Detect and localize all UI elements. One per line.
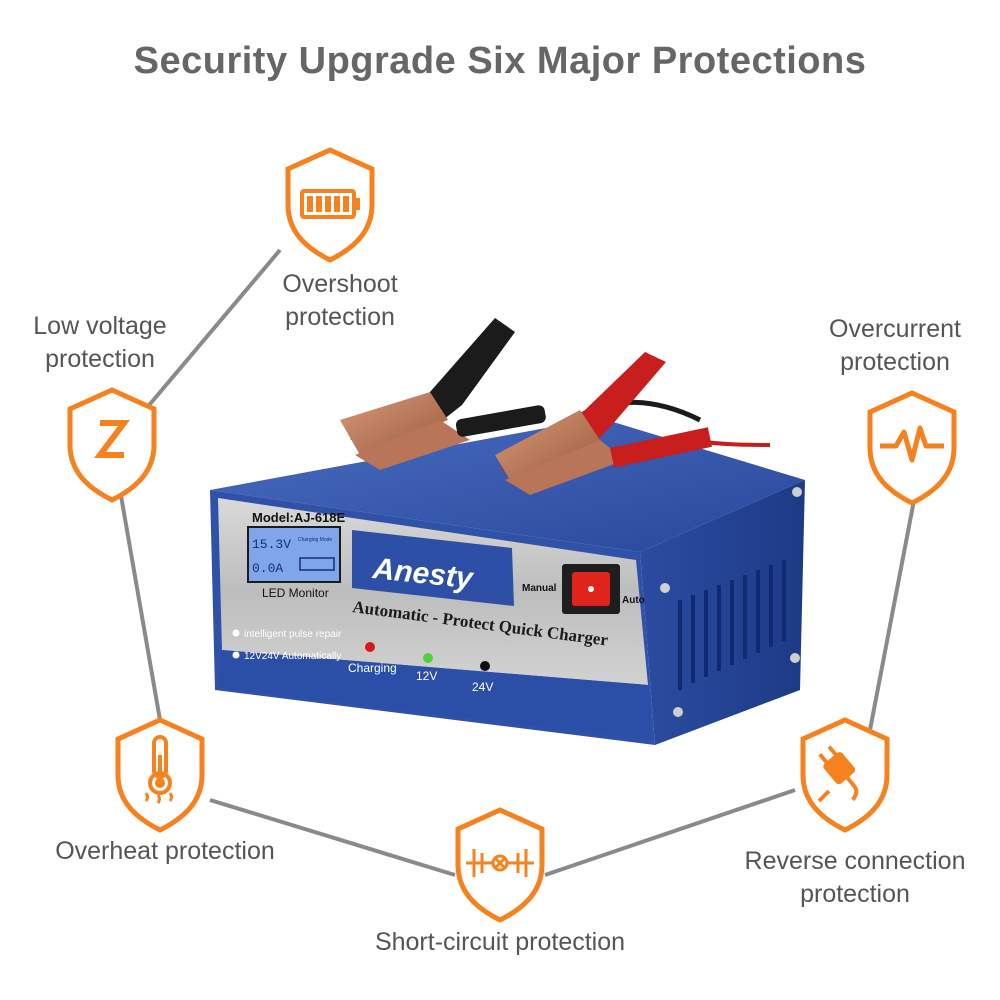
- connector-line: [544, 788, 796, 877]
- black-clamp: [340, 318, 546, 470]
- plug-icon: [800, 717, 890, 833]
- connector-line: [209, 798, 456, 877]
- thermometer-icon: [115, 717, 205, 833]
- page-title: Security Upgrade Six Major Protections: [133, 40, 867, 82]
- switch-auto-label: Auto: [622, 595, 645, 606]
- switch-manual-label: Manual: [522, 583, 557, 594]
- indicator-charging-label: Charging: [348, 661, 397, 675]
- indicator-12v-label: 12V: [416, 669, 437, 683]
- connector-line: [868, 494, 917, 731]
- red-clamp: [495, 352, 712, 495]
- led-monitor-label: LED Monitor: [262, 586, 329, 600]
- lcd-voltage: 15.3V: [252, 537, 291, 552]
- indicator-24v-label: 24V: [472, 680, 493, 694]
- label-short-circuit: Short-circuit protection: [374, 928, 626, 956]
- lcd-mode: Charging Mode: [298, 537, 332, 543]
- circuit-icon: [455, 807, 545, 923]
- feature-auto-voltage: 12V24V Automatically: [244, 651, 341, 662]
- model-label: Model:AJ-618E: [252, 510, 346, 525]
- connector-line: [143, 248, 282, 412]
- lcd-current: 0.0A: [252, 561, 283, 576]
- feature-pulse-repair: intelligent pulse repair: [244, 629, 342, 640]
- lightning-icon: [67, 387, 157, 503]
- battery-icon: [285, 147, 375, 263]
- connector-line: [118, 489, 162, 721]
- label-overheat: Overheat protection: [55, 837, 275, 865]
- pulse-icon: [867, 390, 957, 506]
